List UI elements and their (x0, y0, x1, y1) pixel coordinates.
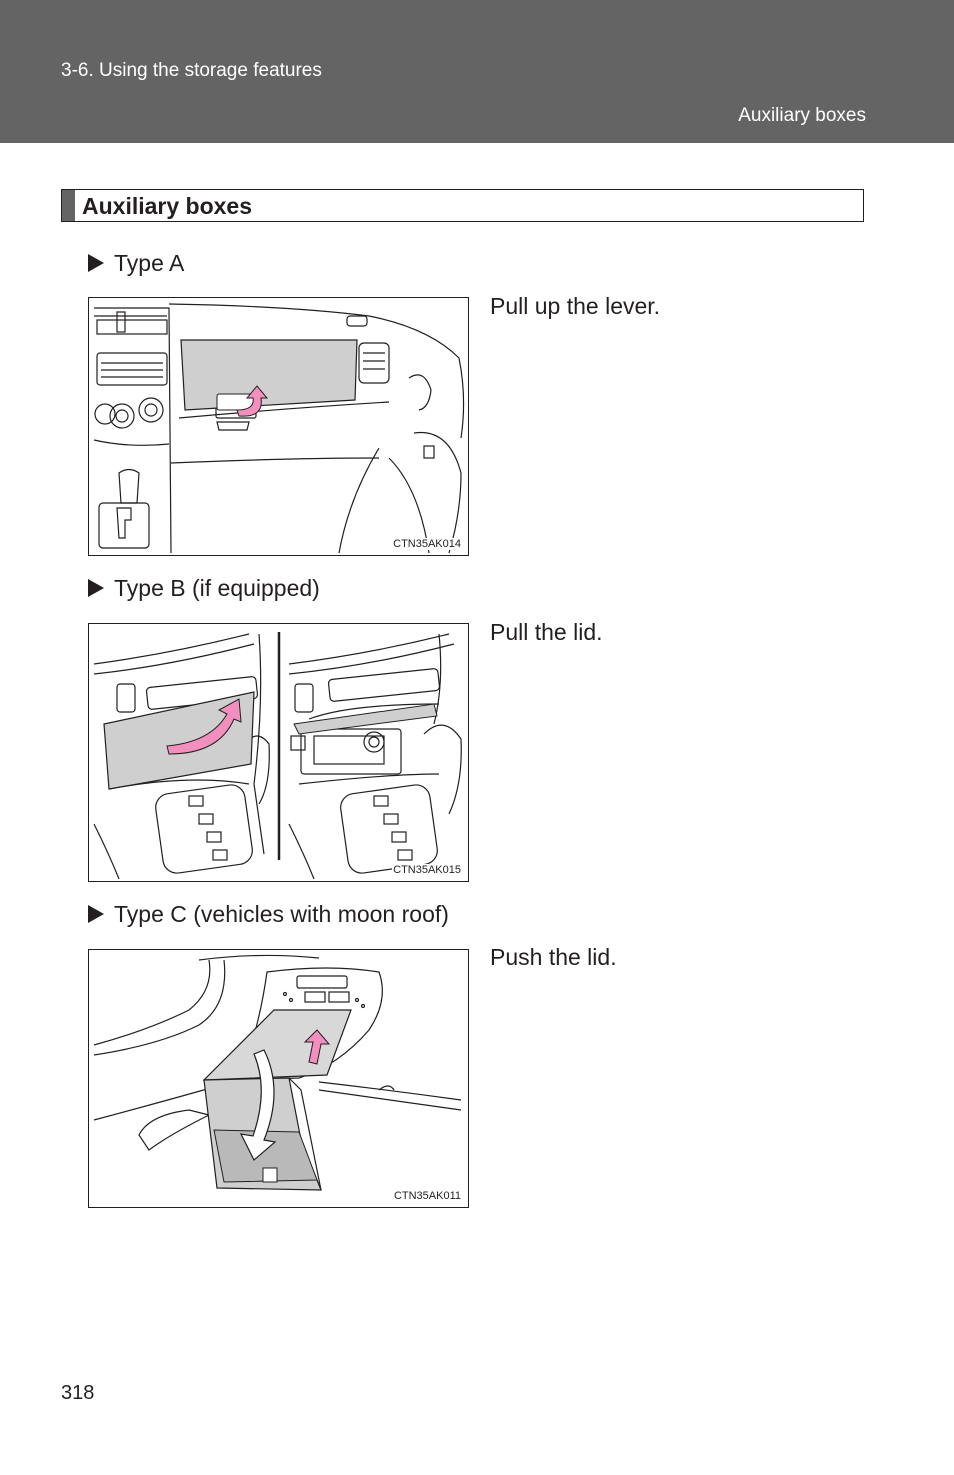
section-marker (62, 190, 75, 221)
type-b-label: Type B (if equipped) (88, 575, 320, 602)
triangle-bullet-icon (88, 579, 104, 597)
type-c-text: Type C (vehicles with moon roof) (114, 901, 449, 927)
console-lid-illustration (93, 632, 462, 880)
instruction-type-c: Push the lid. (490, 944, 617, 970)
section-title: Auxiliary boxes (82, 193, 253, 219)
triangle-bullet-icon (88, 254, 104, 272)
header-topic: Auxiliary boxes (738, 105, 866, 126)
instruction-type-b: Pull the lid. (490, 619, 603, 645)
figure-type-c: CTN35AK011 (88, 949, 469, 1208)
figure-code: CTN35AK014 (392, 538, 462, 550)
figure-code: CTN35AK011 (392, 1190, 462, 1202)
overhead-console-illustration (93, 954, 462, 1191)
type-a-text: Type A (114, 250, 185, 276)
figure-type-b: CTN35AK015 (88, 623, 469, 882)
figure-type-a: CTN35AK014 (88, 297, 469, 556)
header-bar: 3-6. Using the storage features Auxiliar… (0, 0, 954, 143)
type-b-text: Type B (if equipped) (114, 575, 320, 601)
instruction-type-a: Pull up the lever. (490, 293, 661, 319)
figure-code: CTN35AK015 (392, 864, 462, 876)
page-number: 318 (61, 1382, 95, 1404)
header-section-title: 3-6. Using the storage features (61, 60, 322, 81)
section-heading: Auxiliary boxes (61, 189, 864, 222)
glove-box-illustration (93, 303, 465, 554)
type-c-label: Type C (vehicles with moon roof) (88, 901, 449, 928)
triangle-bullet-icon (88, 905, 104, 923)
type-a-label: Type A (88, 250, 184, 277)
